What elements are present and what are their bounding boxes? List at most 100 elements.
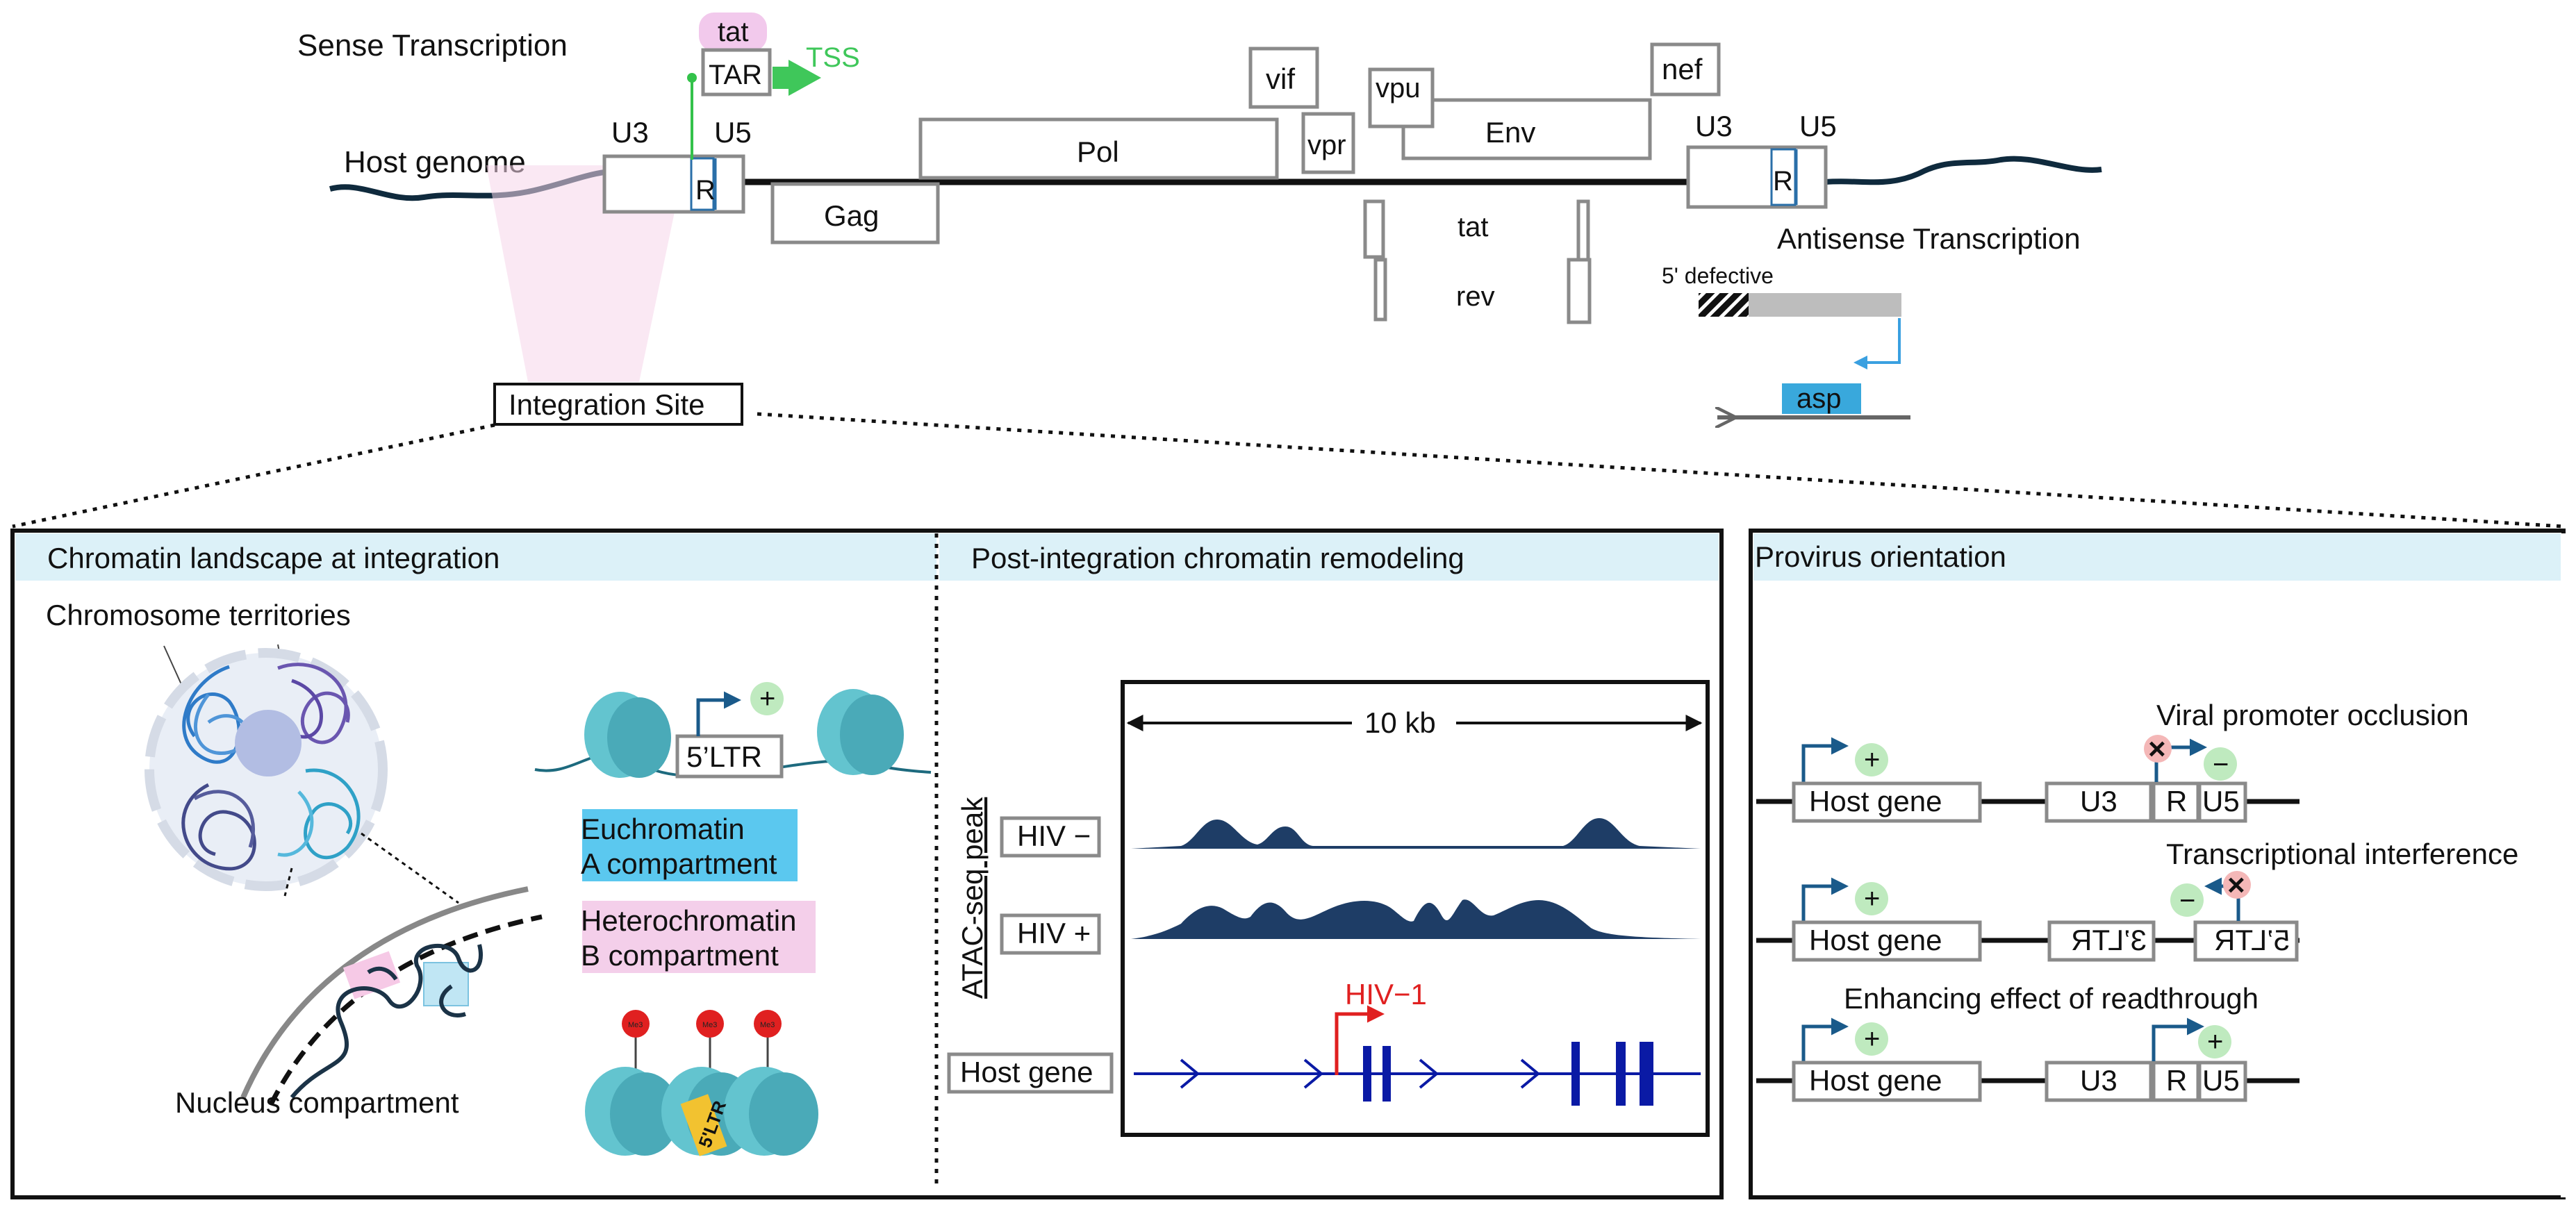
activation-plus (750, 682, 784, 715)
gene-gag-label: Gag (824, 199, 879, 232)
interference-ltr5: 5’LTR (2214, 924, 2290, 956)
ltr-u5-right: U5 (1799, 110, 1837, 142)
integration-site-fan (486, 165, 684, 382)
tat-exon-label: tat (1458, 212, 1488, 242)
integration-site-box (493, 383, 743, 426)
interference-plus: + (1864, 883, 1880, 914)
occlusion-host-gene: Host gene (1809, 785, 1942, 817)
euchromatin-line2: A compartment (581, 847, 777, 880)
host-gene-box (947, 1052, 1114, 1094)
gene-env (1401, 98, 1652, 160)
ltr-box-open (675, 734, 784, 779)
methyl-mark-2-label: Me3 (702, 1021, 717, 1029)
ltr-r-right: R (1773, 166, 1793, 197)
host-gene-label: Host gene (960, 1056, 1093, 1088)
defective-label: 5' defective (1662, 263, 1774, 288)
ltr-tag-closed (680, 1094, 727, 1156)
interference-block: × (2227, 868, 2245, 902)
occlusion-plus: + (1864, 745, 1880, 775)
antisense-transcript-bar (1749, 293, 1901, 317)
gene-nef (1650, 42, 1721, 97)
gene-vif (1248, 47, 1319, 109)
euchromatin-line1: Euchromatin (581, 813, 745, 845)
tss-arrow (773, 60, 821, 96)
tar-label: TAR (709, 60, 762, 90)
hiv-neg-box (1000, 816, 1101, 858)
panel-left-frame (10, 529, 1724, 1199)
nucleolus (235, 710, 302, 776)
ltr-5prime: R U3 U5 (602, 116, 752, 214)
row-transcriptional-interference: Transcriptional interference + Host gene… (1756, 838, 2518, 962)
ltr-u5-left: U5 (714, 116, 752, 149)
ltr-box-open-label: 5’LTR (686, 740, 762, 773)
methyl-mark-3-label: Me3 (760, 1021, 775, 1029)
rev-exon-label: rev (1456, 281, 1495, 312)
open-chromatin: 5’LTR + (534, 682, 932, 779)
panel-chromatin-title: Chromatin landscape at integration (47, 542, 499, 574)
occlusion-label: Viral promoter occlusion (2156, 699, 2469, 731)
occlusion-block: × (2148, 732, 2166, 766)
gene-model: HIV−1 (1134, 978, 1701, 1106)
nucleus-illustration (145, 648, 459, 904)
heterochromatin-legend (582, 901, 816, 973)
row-promoter-occlusion: Viral promoter occlusion + Host gene U3 … (1756, 699, 2469, 823)
activation-plus-label: + (759, 683, 775, 714)
ltr-u3-left: U3 (611, 116, 649, 149)
gene-pol-label: Pol (1077, 135, 1119, 168)
panel-remodeling-title: Post-integration chromatin remodeling (971, 542, 1464, 574)
hiv1-label: HIV−1 (1345, 978, 1427, 1011)
readthrough-r: R (2166, 1064, 2187, 1097)
antisense-transcription-label: Antisense Transcription (1777, 222, 2081, 255)
methyl-mark-1 (622, 1010, 650, 1038)
ltr-u3-right: U3 (1695, 110, 1733, 142)
gene-env-label: Env (1485, 116, 1535, 149)
readthrough-plus-viral: + (2207, 1027, 2223, 1057)
hiv1-insertion-arrow (1335, 1005, 1385, 1075)
methyl-mark-1-label: Me3 (628, 1021, 643, 1029)
genome-map: Sense Transcription Host genome R U3 U5 … (12, 13, 2564, 529)
occlusion-u3: U3 (2080, 785, 2117, 817)
panel-orientation-title: Provirus orientation (1755, 540, 2006, 573)
panel-provirus-orientation: Provirus orientation Viral promoter occl… (1749, 529, 2566, 1199)
asp-protein (1782, 383, 1861, 414)
methyl-mark-3 (754, 1010, 782, 1038)
interference-ltr3: 3’LTR (2071, 924, 2147, 956)
asp-arrow (1853, 318, 1901, 369)
asp-label: asp (1797, 383, 1842, 414)
hiv-pos-box (1000, 913, 1101, 955)
gene-nef-label: nef (1662, 53, 1703, 85)
readthrough-u5: U5 (2202, 1064, 2240, 1097)
sense-transcription-label: Sense Transcription (297, 28, 568, 63)
tar-element (701, 48, 772, 97)
heterochromatin-line2: B compartment (581, 939, 779, 972)
nucleus-compartment-zoom: Nucleus compartment (175, 886, 543, 1119)
hiv-neg-label: HIV − (1017, 820, 1091, 852)
occlusion-u5: U5 (2202, 785, 2240, 817)
gene-vpr (1301, 112, 1355, 174)
nucleus-compartment-label: Nucleus compartment (175, 1086, 459, 1119)
scale-bar-label: 10 kb (1364, 706, 1436, 739)
readthrough-plus-host: + (1864, 1024, 1880, 1054)
gene-vif-label: vif (1266, 63, 1295, 95)
panel-chromatin-landscape: Chromatin landscape at integration Chrom… (46, 542, 932, 1156)
tat-top-label: tat (718, 17, 748, 47)
readthrough-u3: U3 (2080, 1064, 2117, 1097)
occlusion-r: R (2166, 785, 2187, 817)
tss-label: TSS (806, 42, 860, 73)
readthrough-label: Enhancing effect of readthrough (1844, 982, 2259, 1015)
hiv-pos-label: HIV + (1017, 917, 1091, 949)
panel-chromatin-remodeling: Post-integration chromatin remodeling 10… (947, 542, 1710, 1137)
defective-hatch (1699, 293, 1749, 317)
integration-site-label: Integration Site (509, 388, 705, 421)
heterochromatin-line1: Heterochromatin (581, 904, 796, 937)
tat-protein (699, 13, 767, 51)
ltr-3prime: R U3 U5 (1686, 110, 1837, 209)
readthrough-host-gene: Host gene (1809, 1064, 1942, 1097)
atac-ylabel: ATAC-seq peak (956, 797, 989, 999)
row-readthrough: Enhancing effect of readthrough + Host g… (1756, 982, 2300, 1102)
occlusion-minus: − (2213, 749, 2229, 780)
interference-label: Transcriptional interference (2166, 838, 2518, 870)
euchromatin-legend (582, 809, 798, 881)
gene-pol (918, 117, 1279, 180)
